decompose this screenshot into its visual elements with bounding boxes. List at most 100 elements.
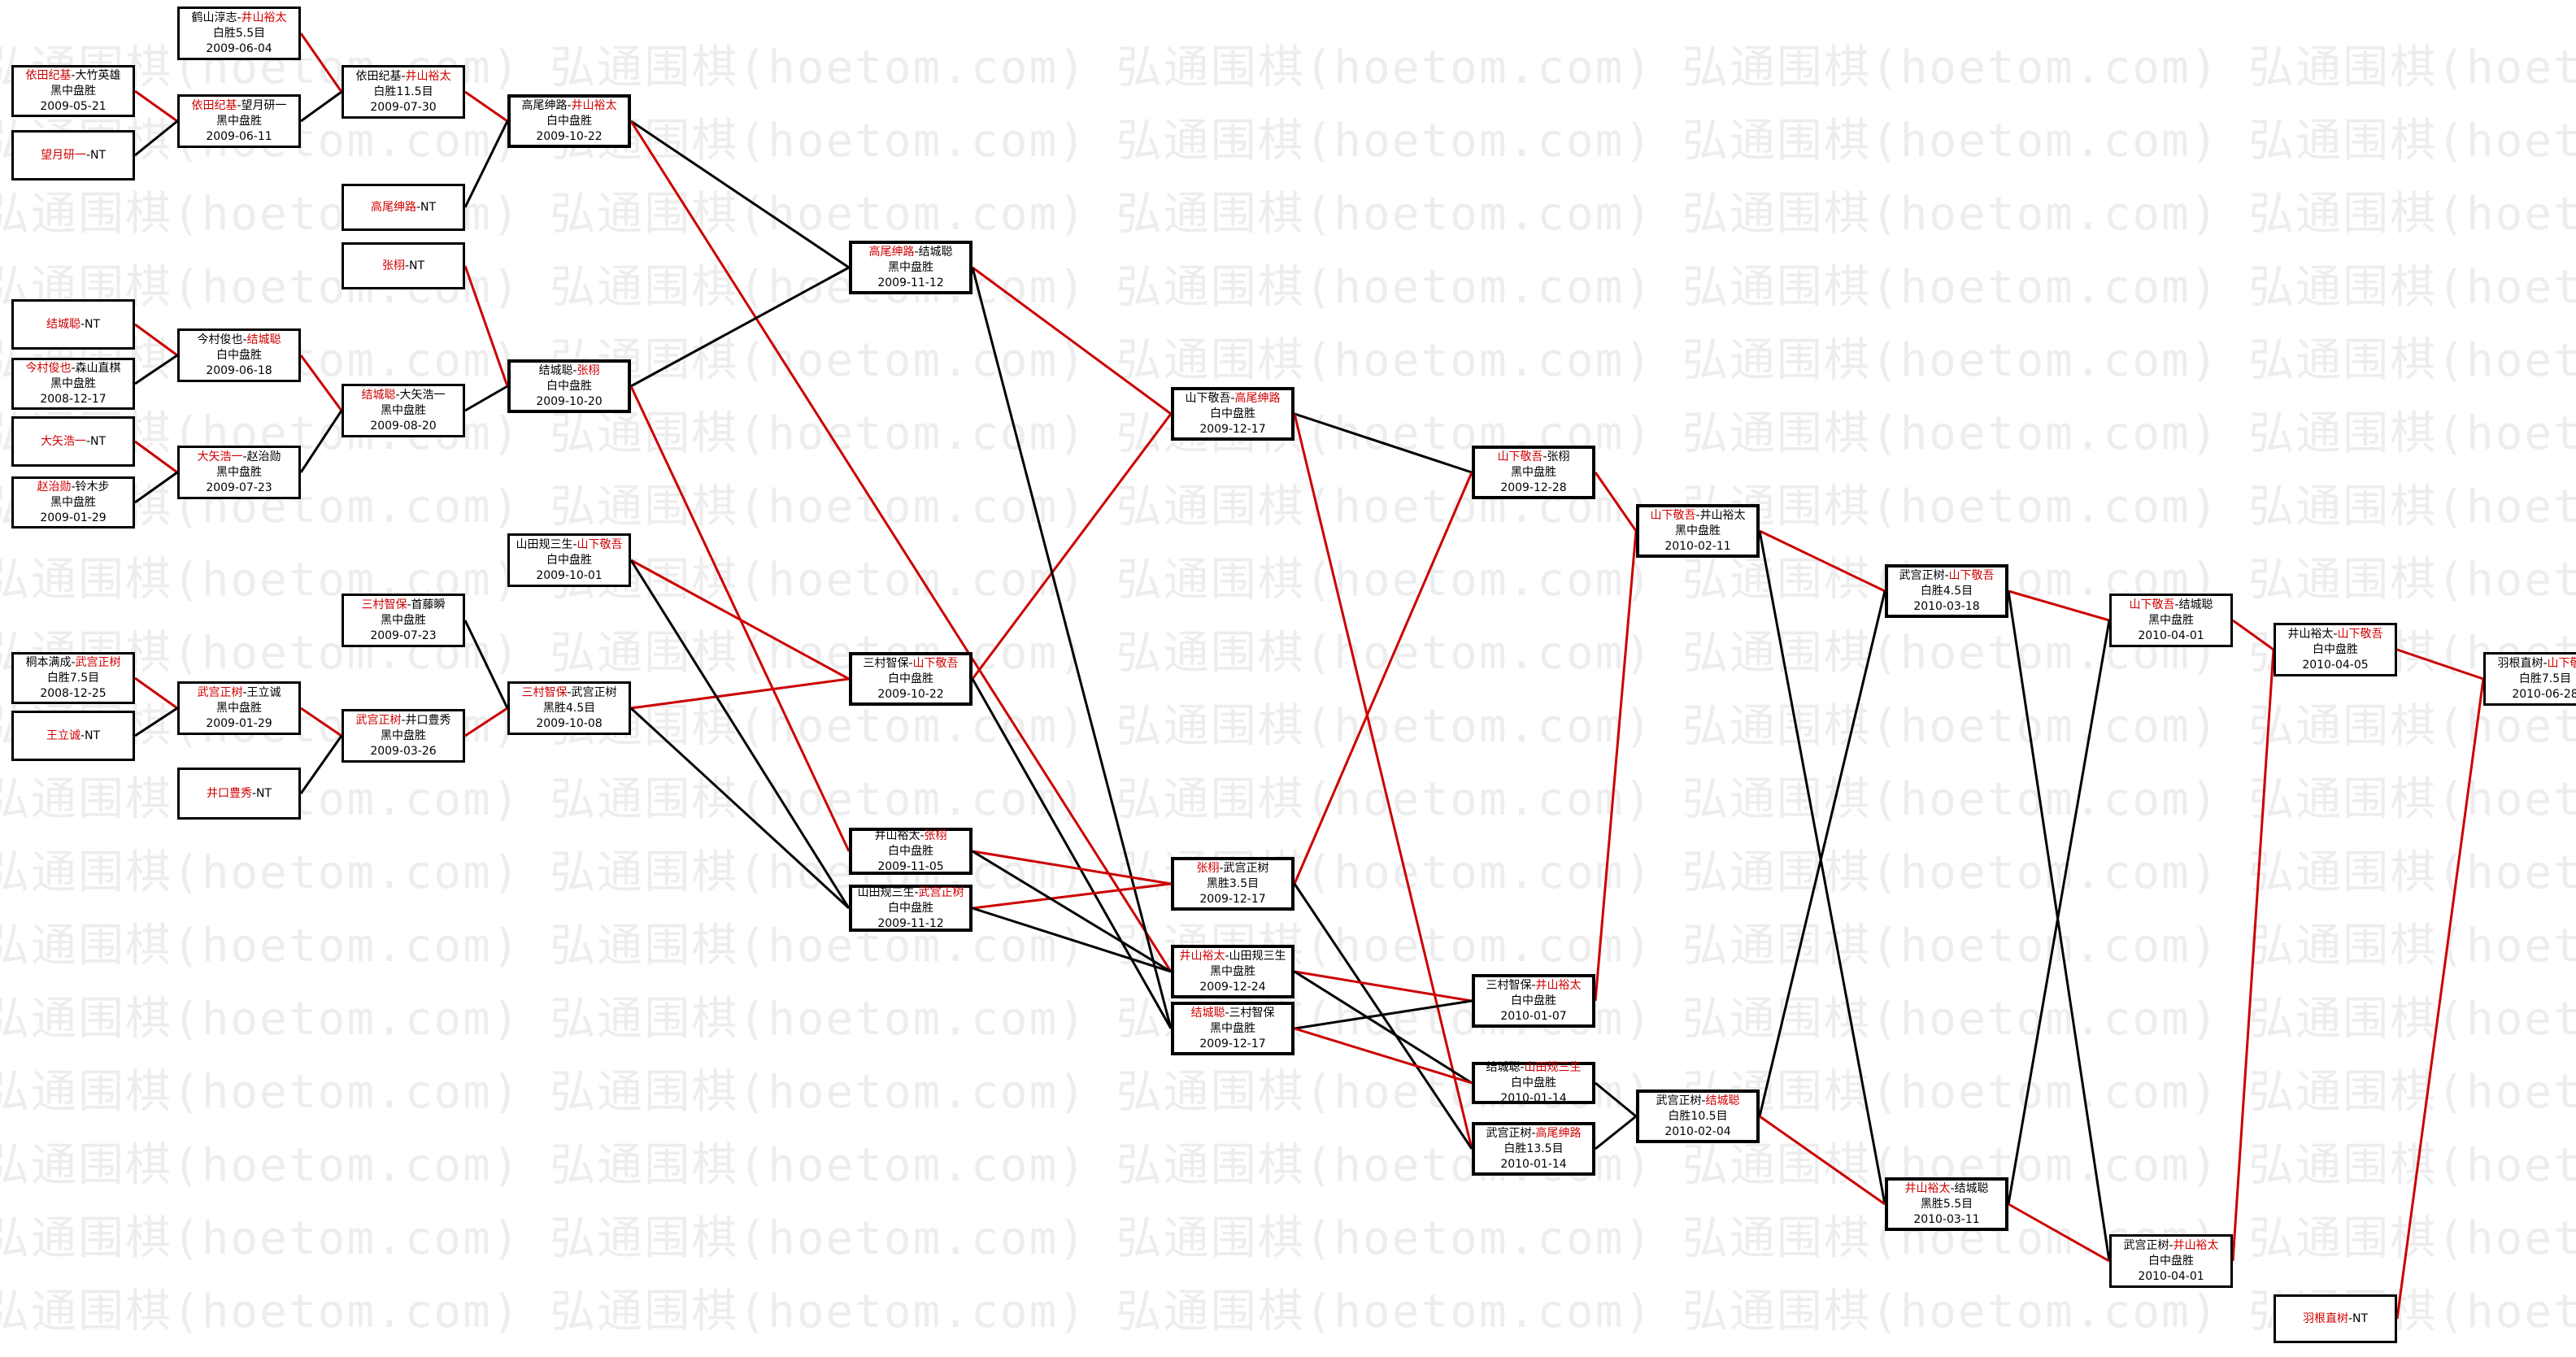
match-players: 桐本满成-武宫正树 (25, 655, 120, 671)
match-box: 大矢浩一-NT (11, 416, 135, 467)
player-two-name: 结城聪 (246, 333, 281, 346)
watermark-text: 弘通围棋(hoetom.com) 弘通围棋(hoetom.com) 弘通围棋(h… (0, 334, 2576, 387)
versus-dash: - (1950, 1181, 1955, 1195)
player-two-name: 山下敬吾 (577, 537, 623, 551)
player-two-name: 井山裕太 (1535, 978, 1582, 992)
versus-dash: - (416, 200, 421, 214)
match-date: 2009-10-20 (536, 394, 603, 408)
loser-path-line (134, 354, 178, 385)
match-players: 山下敬吾-结城聪 (2129, 598, 2213, 613)
player-two-name: 井山裕太 (571, 98, 617, 112)
match-players: 井山裕太-结城聪 (1904, 1181, 1988, 1197)
versus-dash: - (71, 655, 76, 669)
match-players: 高尾绅路-井山裕太 (521, 98, 616, 114)
match-result: 白中盘胜 (546, 114, 592, 128)
winner-path-line (2008, 1203, 2110, 1263)
player-one-name: 大矢浩一 (40, 434, 86, 448)
match-players: 山下敬吾-井山裕太 (1650, 508, 1745, 524)
match-players: 羽根直树-NT (2303, 1311, 2368, 1327)
loser-path-line (464, 385, 508, 412)
loser-path-line (2007, 590, 2111, 1262)
versus-dash: - (242, 450, 247, 463)
match-players: 结城聪-三村智保 (1190, 1006, 1274, 1021)
player-one-name: 结城聪 (46, 317, 80, 331)
loser-path-line (1595, 1115, 1637, 1150)
match-players: 山田规三生-山下敬吾 (516, 537, 622, 553)
match-result: 黑中盘胜 (50, 495, 96, 509)
player-two-name: 铃木步 (75, 480, 110, 494)
versus-dash: - (1531, 978, 1536, 992)
player-two-name: NT (2352, 1311, 2369, 1325)
match-date: 2010-03-11 (1913, 1212, 1980, 1226)
player-one-name: 井山裕太 (874, 829, 920, 842)
player-one-name: 三村智保 (863, 656, 909, 670)
match-result: 黑中盘胜 (1210, 1021, 1255, 1035)
match-players: 结城聪-张栩 (538, 363, 599, 379)
player-two-name: 山下敬吾 (2547, 656, 2576, 670)
match-box: 王立诚-NT (11, 711, 135, 761)
match-players: 武宫正树-结城聪 (1656, 1094, 1739, 1109)
player-two-name: 武宫正树 (1223, 861, 1269, 875)
versus-dash: - (567, 685, 572, 699)
winner-path-line (2008, 589, 2110, 622)
player-two-name: 武宫正树 (918, 885, 964, 899)
versus-dash: - (1944, 568, 1949, 582)
match-date: 2009-07-30 (370, 100, 437, 114)
winner-path-line (1294, 970, 1473, 1003)
match-result: 黑中盘胜 (888, 260, 933, 274)
versus-dash: - (2543, 656, 2548, 670)
winner-path-line (1759, 529, 1886, 593)
loser-path-line (134, 471, 178, 504)
loser-path-line (971, 678, 1173, 1029)
winner-path-line (1293, 413, 1473, 1150)
match-date: 2010-02-11 (1664, 539, 1731, 553)
versus-dash: - (80, 317, 85, 331)
match-result: 白胜11.5目 (373, 85, 433, 98)
player-one-name: 武宫正树 (1486, 1126, 1532, 1140)
versus-dash: - (85, 434, 91, 448)
player-one-name: 赵治勋 (37, 480, 72, 494)
winner-path-line (134, 440, 178, 474)
winner-path-line (134, 676, 178, 710)
player-one-name: 鹤山淳志 (191, 11, 237, 24)
player-two-name: 井山裕太 (2173, 1238, 2219, 1252)
match-date: 2010-02-04 (1664, 1124, 1731, 1138)
match-box: 望月研一-NT (11, 130, 135, 180)
match-result: 黑中盘胜 (50, 376, 96, 390)
versus-dash: - (2169, 1238, 2174, 1252)
watermark-text: 弘通围棋(hoetom.com) 弘通围棋(hoetom.com) 弘通围棋(h… (0, 1066, 2576, 1119)
match-result: 白中盘胜 (546, 553, 592, 567)
match-result: 白胜7.5目 (2518, 672, 2572, 685)
match-date: 2009-11-12 (877, 276, 944, 289)
match-result: 黑中盘胜 (216, 465, 262, 479)
match-result: 白中盘胜 (1511, 1076, 1556, 1090)
loser-path-line (1293, 883, 1473, 1150)
winner-path-line (1759, 1115, 1886, 1206)
player-two-name: 王立诚 (246, 685, 281, 699)
match-players: 武宫正树-高尾绅路 (1486, 1126, 1581, 1142)
loser-path-line (463, 120, 509, 208)
player-two-name: 张栩 (1547, 450, 1570, 463)
player-one-name: 山田规三生 (516, 537, 573, 551)
player-two-name: 结城聪 (918, 245, 953, 259)
versus-dash: - (80, 729, 85, 742)
match-date: 2009-05-21 (40, 99, 107, 113)
player-two-name: 结城聪 (1954, 1181, 1989, 1195)
winner-path-line (299, 354, 343, 411)
match-players: 井山裕太-山田规三生 (1179, 949, 1286, 964)
versus-dash: - (920, 829, 925, 842)
match-date: 2010-03-18 (1913, 599, 1980, 613)
match-players: 井山裕太-张栩 (874, 829, 946, 844)
loser-path-line (630, 120, 850, 269)
winner-path-line (2231, 649, 2275, 1262)
